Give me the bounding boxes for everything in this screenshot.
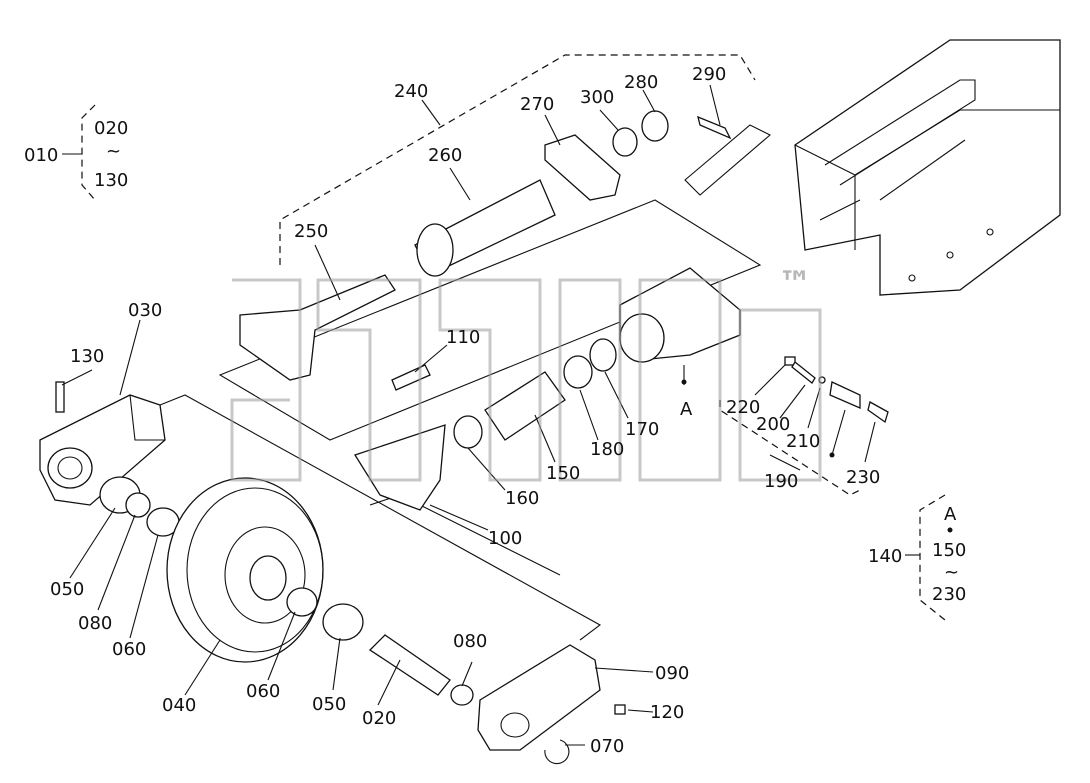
part-300-washer [612,127,638,157]
label-030: 030 [128,300,162,321]
part-050-seal-right [322,603,364,641]
part-230-grease-nipple [867,401,889,424]
label-090: 090 [655,663,689,684]
part-170-oring [589,338,617,372]
dot-a-legend [947,527,953,533]
label-280: 280 [624,72,658,93]
label-160: 160 [505,488,539,509]
dot-190 [829,452,835,458]
plane-lower [159,394,602,641]
part-020-shaft [368,634,451,696]
label-130-range: 130 [94,170,128,191]
frame-housing [794,39,1061,296]
label-080-right: 080 [453,631,487,652]
label-080-left: 080 [78,613,112,634]
label-100: 100 [488,528,522,549]
part-090-yoke-right [477,644,601,751]
label-260: 260 [428,145,462,166]
plane-upper [218,199,762,441]
label-020-shaft: 020 [362,708,396,729]
label-050-right: 050 [312,694,346,715]
part-200-spring [791,361,816,384]
label-050-left: 050 [50,579,84,600]
label-230: 230 [846,467,880,488]
label-120: 120 [650,702,684,723]
label-060-left: 060 [112,639,146,660]
part-110-bolt [391,364,431,391]
label-070: 070 [590,736,624,757]
part-120-plug [614,704,626,715]
part-070-snap-ring [544,739,570,765]
part-100-bracket [354,424,446,511]
label-tilde-2: ~ [944,562,959,583]
part-290-cotter-pin [697,115,732,140]
label-230-range: 230 [932,584,966,605]
label-270: 270 [520,94,554,115]
part-280-nut [641,110,669,142]
part-080-oring-right [450,684,474,706]
label-200: 200 [756,414,790,435]
label-290: 290 [692,64,726,85]
label-210: 210 [786,431,820,452]
part-190-valve-body [829,381,861,409]
label-150: 150 [546,463,580,484]
bracket-010 [81,104,96,201]
part-060-bushing-right [286,587,318,617]
part-160-wiper-ring [453,415,483,449]
label-220: 220 [726,397,760,418]
part-220-check-ball-seat [784,356,796,366]
label-190: 190 [764,471,798,492]
watermark-logo: ™ [230,264,822,482]
part-150-piston [484,371,566,441]
label-110: 110 [446,327,480,348]
part-030-yoke [39,394,166,506]
watermark-trademark: ™ [778,264,812,304]
label-040: 040 [162,695,196,716]
part-130-pin [55,381,65,413]
label-140: 140 [868,546,902,567]
label-060-right: 060 [246,681,280,702]
label-130: 130 [70,346,104,367]
part-080-oring-left [125,492,151,518]
plane-pin [684,124,771,196]
part-260-spring-end [416,223,454,277]
label-300: 300 [580,87,614,108]
dot-a-cylinder [681,379,687,385]
label-240: 240 [394,81,428,102]
part-270-plate [544,134,621,201]
group-240-outline [279,54,756,265]
part-180-backup-ring [563,355,593,389]
label-150-range: 150 [932,540,966,561]
leader-lines [61,84,920,746]
part-cylinder-a [619,267,741,363]
label-180: 180 [590,439,624,460]
label-010: 010 [24,145,58,166]
label-250: 250 [294,221,328,242]
label-a-cylinder: A [680,399,693,420]
callout-labels: 010 020 ~ 130 030 130 050 080 060 040 06… [24,64,966,757]
label-170: 170 [625,419,659,440]
label-020: 020 [94,118,128,139]
label-tilde-1: ~ [106,141,121,162]
part-040-idler-wheel [166,477,324,663]
label-a-legend: A [944,504,957,525]
